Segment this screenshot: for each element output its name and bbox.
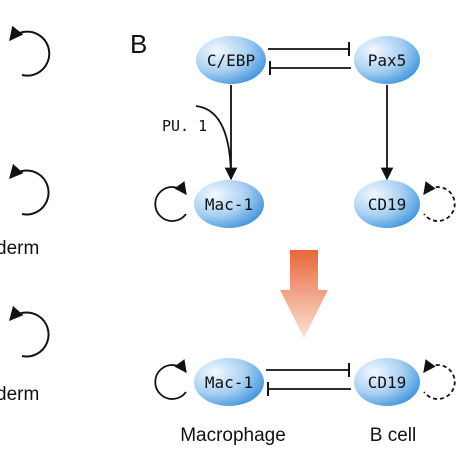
derm-label-1: derm [0, 238, 39, 259]
self-loop-arrow-left-3 [9, 305, 50, 358]
node-cebp-label: C/EBP [207, 51, 255, 70]
b-cell-label: B cell [370, 425, 416, 446]
node-mac1-bottom: Mac-1 [194, 358, 264, 406]
node-cebp: C/EBP [196, 36, 266, 84]
node-mac1-top: Mac-1 [194, 180, 264, 228]
derm-label-2: derm [0, 384, 39, 405]
node-pax5: Pax5 [354, 36, 420, 84]
node-cd19-bottom-label: CD19 [368, 373, 407, 392]
node-mac1-bottom-label: Mac-1 [205, 373, 253, 392]
pu1-to-mac1-arrow [195, 105, 232, 180]
bottom-network-edges [154, 359, 456, 400]
panel-label-b: B [130, 29, 147, 59]
self-loop-arrow-left-2 [9, 163, 50, 216]
pu1-label: PU. 1 [162, 117, 207, 135]
node-mac1-top-label: Mac-1 [205, 195, 253, 214]
self-loop-arrow-left-1 [9, 25, 51, 77]
mac1-self-loop-bottom [154, 359, 187, 400]
macrophage-label: Macrophage [180, 425, 286, 446]
cd19-self-loop-bottom-dashed [423, 359, 456, 400]
node-cd19-top-label: CD19 [368, 195, 407, 214]
mac1-self-loop-top [154, 181, 187, 222]
node-cd19-top: CD19 [354, 180, 420, 228]
cd19-self-loop-top-dashed [423, 181, 456, 222]
node-pax5-label: Pax5 [368, 51, 407, 70]
top-network-edges [154, 42, 456, 222]
left-fragment-column: derm derm [0, 25, 51, 405]
transition-down-arrow [280, 250, 328, 338]
node-cd19-bottom: CD19 [354, 358, 420, 406]
